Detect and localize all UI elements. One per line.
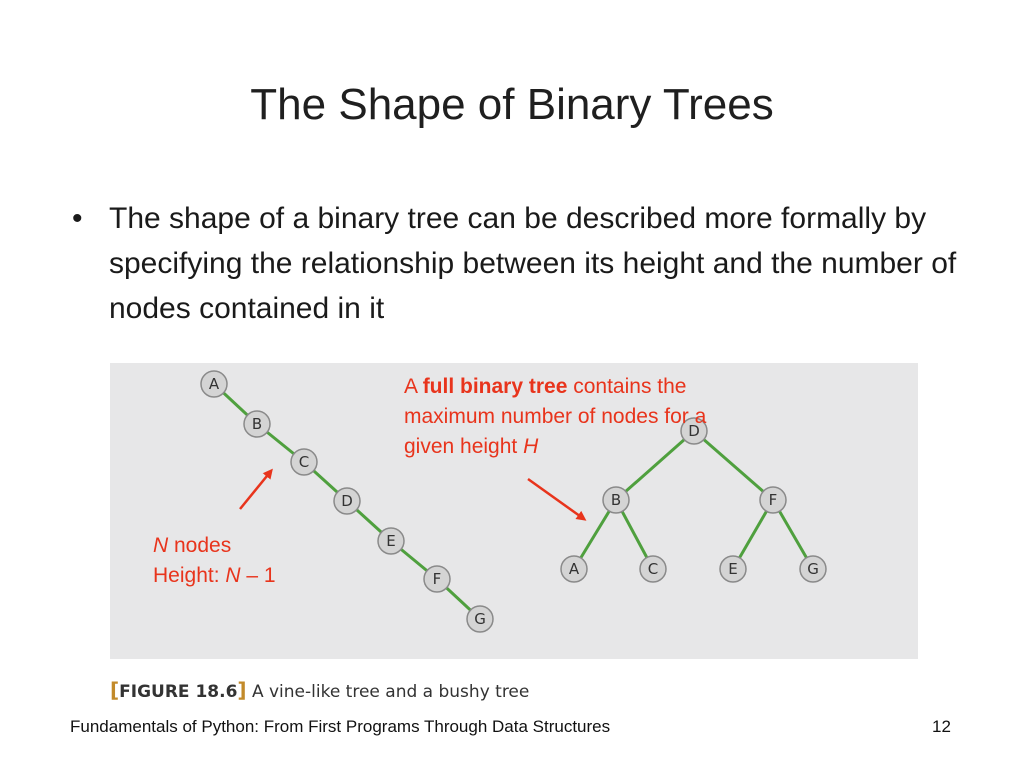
- full-binary-tree-term: full binary tree: [422, 375, 568, 398]
- annotation-rest: contains the maximum number of nodes for…: [404, 375, 707, 458]
- slide-title: The Shape of Binary Trees: [250, 80, 774, 129]
- figure-panel: A B C D E F G: [110, 363, 918, 659]
- annotation-article: A: [404, 375, 423, 398]
- bushy-node-d: D: [680, 417, 708, 445]
- nodes-text: nodes: [168, 534, 232, 557]
- bullet-marker: •: [72, 202, 83, 235]
- slide-footer: Fundamentals of Python: From First Progr…: [70, 717, 611, 736]
- vine-node-label: C: [299, 453, 309, 471]
- bushy-node-a: A: [560, 555, 588, 583]
- caption-text: A vine-like tree and a bushy tree: [246, 682, 530, 702]
- bushy-node-label: A: [569, 560, 580, 578]
- height-formula: – 1: [240, 564, 276, 587]
- bushy-node-label: B: [611, 491, 621, 509]
- height-label: Height:: [153, 564, 226, 587]
- right-annotation: A full binary tree contains the maximum …: [404, 372, 714, 462]
- bushy-node-label: E: [728, 560, 737, 578]
- left-annotation: N nodes Height: N – 1: [153, 531, 353, 591]
- vine-node-label: G: [474, 610, 486, 628]
- bushy-edge-d-b: [615, 429, 695, 502]
- vine-node-label: B: [252, 415, 262, 433]
- vine-node-label: A: [209, 375, 220, 393]
- vine-node-f: F: [423, 565, 451, 593]
- vine-node-label: D: [341, 492, 353, 510]
- vine-node-label: F: [433, 570, 442, 588]
- vine-node-label: E: [386, 532, 395, 550]
- n-variable: N: [153, 534, 169, 557]
- vine-node-b: B: [243, 410, 271, 438]
- vine-node-c: C: [290, 448, 318, 476]
- bushy-edge-d-f: [693, 429, 774, 502]
- bushy-node-label: G: [807, 560, 819, 578]
- height-n-variable: N: [225, 564, 241, 587]
- right-annotation-arrow: [527, 477, 587, 521]
- tree-diagram: A B C D E F G: [200, 370, 827, 633]
- bullet-text: The shape of a binary tree can be descri…: [109, 202, 957, 325]
- bushy-node-e: E: [719, 555, 747, 583]
- page-number: 12: [932, 717, 951, 736]
- vine-node-g: G: [466, 605, 494, 633]
- vine-node-e: E: [377, 527, 405, 555]
- vine-node-d: D: [333, 487, 361, 515]
- caption-bracket-close: ]: [237, 678, 247, 702]
- bushy-node-g: G: [799, 555, 827, 583]
- bushy-node-label: D: [688, 422, 700, 440]
- h-variable: H: [523, 435, 539, 458]
- caption-bracket-open: [: [110, 678, 120, 702]
- bushy-node-label: C: [648, 560, 658, 578]
- bushy-node-b: B: [602, 486, 630, 514]
- caption-label: FIGURE 18.6: [119, 682, 238, 702]
- bushy-node-f: F: [759, 486, 787, 514]
- bushy-node-label: F: [769, 491, 778, 509]
- vine-node-a: A: [200, 370, 228, 398]
- left-annotation-arrow: [239, 468, 273, 510]
- figure-caption: [FIGURE 18.6] A vine-like tree and a bus…: [110, 678, 529, 702]
- bushy-node-c: C: [639, 555, 667, 583]
